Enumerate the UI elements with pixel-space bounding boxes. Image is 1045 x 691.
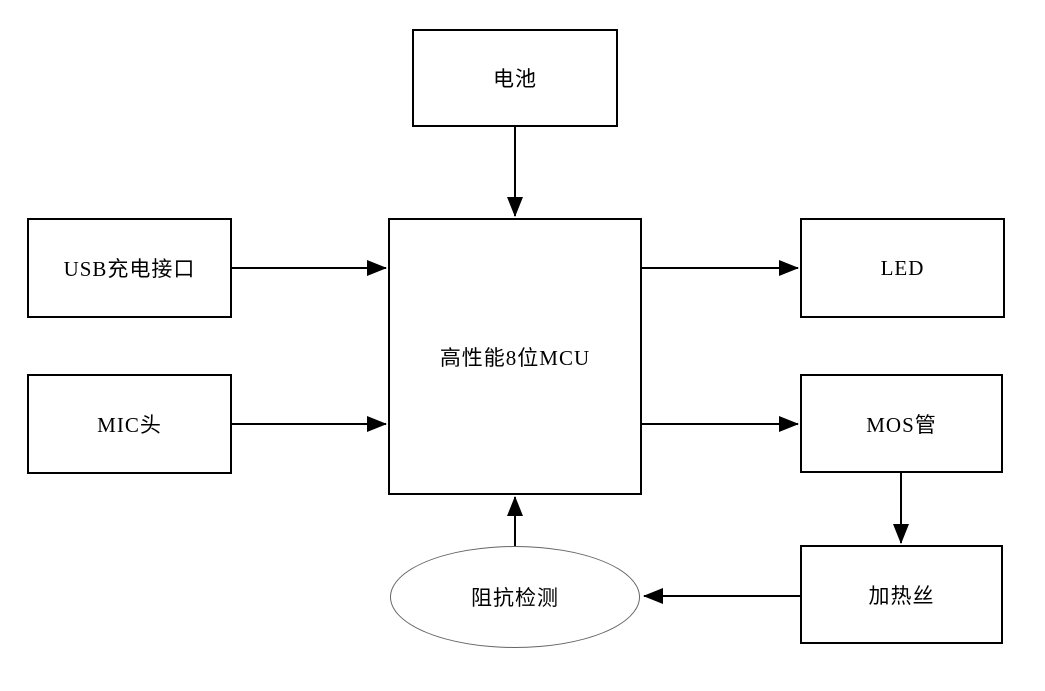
node-usb-charging-port: USB充电接口 <box>27 218 232 318</box>
node-led-label: LED <box>880 255 925 280</box>
node-impedance-detection: 阻抗检测 <box>390 546 640 648</box>
node-mic-label: MIC头 <box>97 413 162 437</box>
node-mic-head: MIC头 <box>27 374 232 474</box>
node-usb-label: USB充电接口 <box>63 257 196 281</box>
node-mos-label: MOS管 <box>866 412 937 437</box>
node-heater-label: 加热丝 <box>868 583 935 608</box>
node-impedance-label: 阻抗检测 <box>471 586 559 610</box>
node-battery-label: 电池 <box>493 67 537 91</box>
node-battery: 电池 <box>412 29 618 127</box>
node-heating-wire: 加热丝 <box>800 545 1003 644</box>
node-mcu-label: 高性能8位MCU <box>439 345 591 370</box>
node-mos-transistor: MOS管 <box>800 374 1003 473</box>
node-mcu: 高性能8位MCU <box>388 218 642 495</box>
node-led: LED <box>800 218 1005 318</box>
